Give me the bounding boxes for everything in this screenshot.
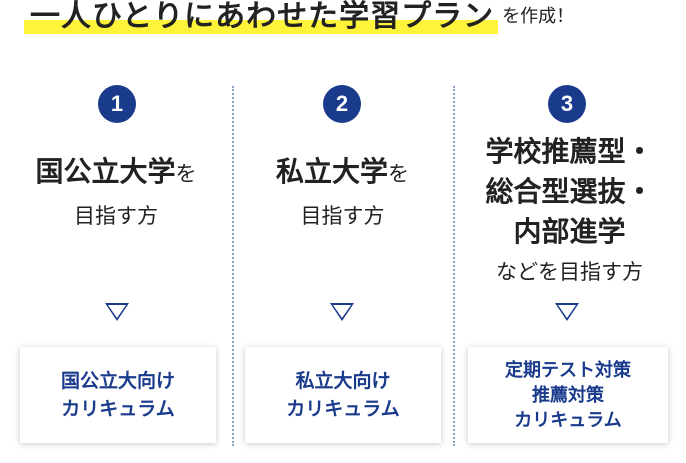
plan-column-2: 2 私立大学を 目指す方 私立大向け カリキュラム bbox=[232, 0, 453, 463]
step-number-badge: 2 bbox=[323, 85, 361, 123]
target-subtext: 目指す方 bbox=[74, 204, 158, 228]
curriculum-card: 定期テスト対策 推薦対策 カリキュラム bbox=[468, 347, 668, 443]
plan-target: 国公立大学を 目指す方 bbox=[0, 152, 232, 236]
target-heading: 私立大学 bbox=[275, 155, 388, 188]
card-line: 国公立大向け bbox=[60, 370, 175, 392]
down-arrow-icon bbox=[555, 303, 579, 321]
card-line: カリキュラム bbox=[514, 409, 622, 431]
card-line: カリキュラム bbox=[61, 398, 175, 420]
column-divider bbox=[453, 86, 455, 446]
plan-column-1: 1 国公立大学を 目指す方 国公立大向け カリキュラム bbox=[0, 0, 232, 463]
plan-target: 学校推薦型・ 総合型選抜・ 内部進学 などを目指す方 bbox=[453, 132, 686, 292]
target-subtext: などを目指す方 bbox=[496, 260, 643, 284]
target-heading: 学校推薦型・ bbox=[485, 135, 654, 168]
card-line: カリキュラム bbox=[286, 398, 400, 420]
step-number-badge: 1 bbox=[98, 85, 136, 123]
target-heading: 総合型選抜・ bbox=[485, 175, 654, 208]
curriculum-card: 国公立大向け カリキュラム bbox=[20, 347, 216, 443]
step-number-badge: 3 bbox=[548, 85, 586, 123]
headline-suffix: を作成！ bbox=[502, 6, 575, 27]
target-heading: 内部進学 bbox=[513, 215, 626, 248]
column-divider bbox=[232, 86, 234, 446]
headline: 一人ひとりにあわせた学習プランを作成！ bbox=[24, 0, 664, 40]
card-line: 私立大向け bbox=[295, 370, 391, 392]
down-arrow-icon bbox=[330, 303, 354, 321]
target-suffix: を bbox=[175, 162, 197, 186]
plan-target: 私立大学を 目指す方 bbox=[232, 152, 453, 236]
card-line: 推薦対策 bbox=[532, 384, 604, 406]
plan-column-3: 3 学校推薦型・ 総合型選抜・ 内部進学 などを目指す方 定期テスト対策 推薦対… bbox=[453, 0, 686, 463]
target-heading: 国公立大学 bbox=[35, 155, 176, 188]
headline-main: 一人ひとりにあわせた学習プラン bbox=[24, 0, 499, 34]
down-arrow-icon bbox=[105, 303, 129, 321]
card-line: 定期テスト対策 bbox=[505, 359, 631, 381]
target-subtext: 目指す方 bbox=[300, 204, 385, 228]
curriculum-card: 私立大向け カリキュラム bbox=[245, 347, 441, 443]
target-suffix: を bbox=[388, 162, 409, 186]
